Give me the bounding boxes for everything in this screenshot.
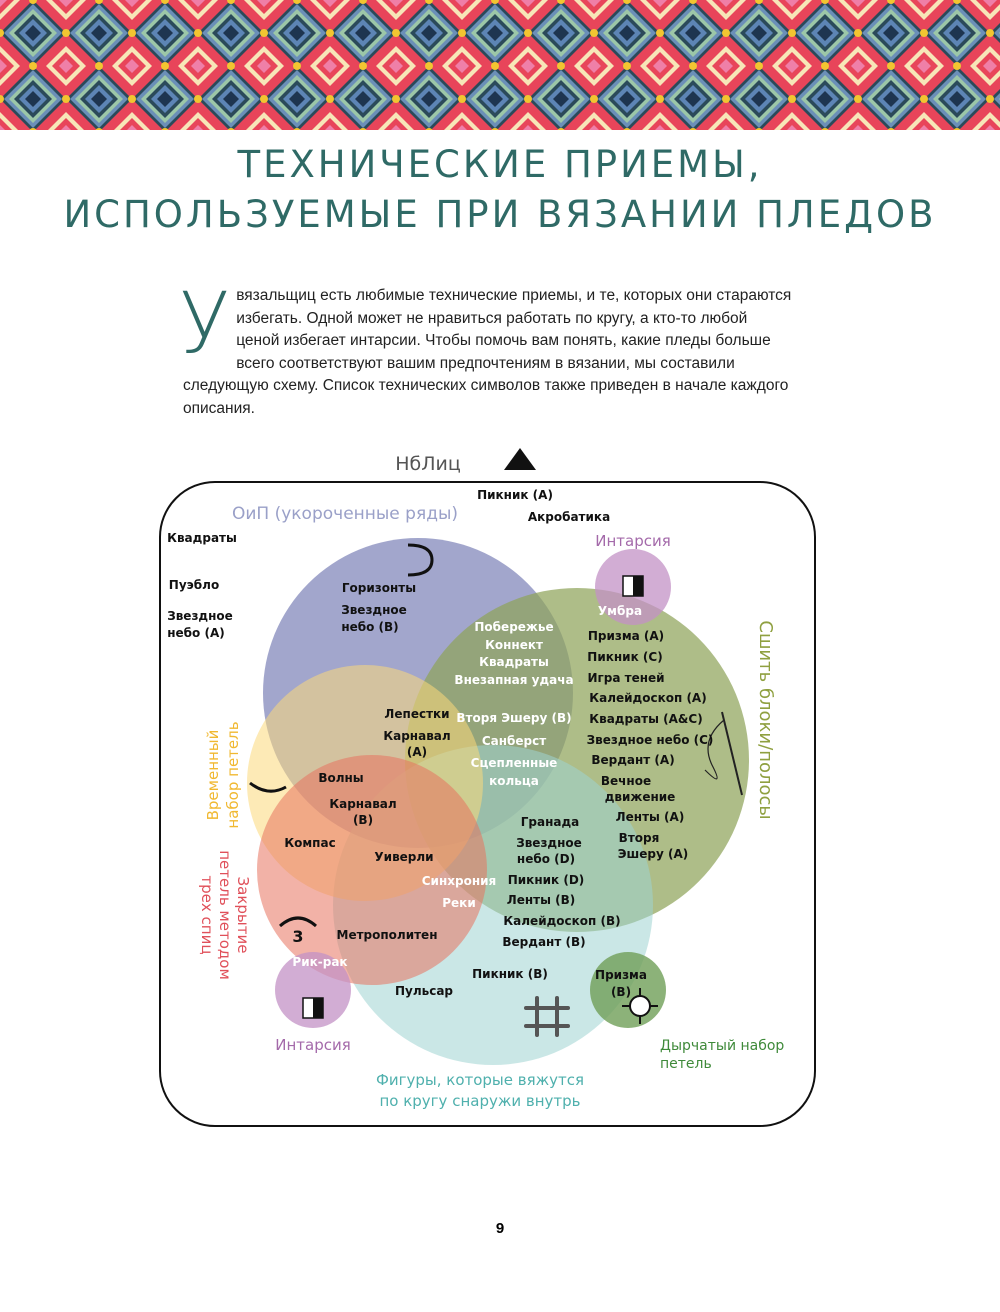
short-sew-item: Коннект — [485, 638, 543, 652]
sew-item: Звездное небо (С) — [587, 733, 714, 747]
label-in-round-1: Фигуры, которые вяжутся — [376, 1071, 584, 1089]
sew-round-item: Гранада — [521, 815, 580, 829]
prov-item: Волны — [318, 771, 363, 785]
round-item: Пульсар — [395, 984, 453, 998]
label-short-rows: ОиП (укороченные ряды) — [232, 504, 458, 524]
short-row-turn-icon — [407, 543, 434, 577]
label-lace-2: петель — [660, 1056, 712, 1072]
outside-item: Пикник (А) — [477, 488, 553, 502]
sew-round-item: небо (D) — [517, 852, 575, 866]
prov-three-item: Компас — [284, 836, 335, 850]
three-intarsia-item: Рик-рак — [292, 955, 347, 969]
item-labels: Пикник (А)АкробатикаКвадратыПуэблоЗвездн… — [167, 488, 713, 999]
sew-round-item: Пикник (D) — [508, 873, 585, 887]
title-line-2: ИСПОЛЬЗУЕМЫЕ ПРИ ВЯЗАНИИ ПЛЕДОВ — [63, 193, 937, 236]
diagram-frame — [159, 481, 816, 1127]
three-sew-round-item: Синхрония — [422, 874, 496, 888]
short-sew-item: Сцепленные — [471, 756, 558, 770]
label-in-round-2: по кругу снаружи внутрь — [379, 1092, 580, 1110]
label-intarsia-bottom: Интарсия — [275, 1036, 351, 1054]
stockinette-label: НбЛиц — [395, 453, 461, 475]
three-needle-number: 3 — [292, 927, 303, 946]
title-line-1: ТЕХНИЧЕСКИЕ ПРИЕМЫ, — [237, 143, 763, 186]
outside-item: Звездное — [167, 609, 233, 623]
set-three-needle — [257, 755, 487, 985]
short-sew-item: кольца — [489, 774, 539, 788]
short-sew-item: Внезапная удача — [454, 673, 573, 687]
intarsia-sew-item: Умбра — [598, 604, 642, 618]
triangle-icon — [504, 448, 536, 470]
sew-item: Эшеру (А) — [618, 847, 689, 861]
provisional-cast-on-icon — [249, 781, 287, 793]
short-prov-item: Карнавал — [383, 729, 450, 743]
label-lace-1: Дырчатый набор — [660, 1038, 784, 1054]
page-number: 9 — [495, 1220, 505, 1237]
outside-item: Акробатика — [528, 510, 610, 524]
intarsia-icon — [302, 997, 324, 1019]
outside-item: Пуэбло — [169, 578, 219, 592]
outside-item: небо (А) — [167, 626, 225, 640]
intro-text: вязальщиц есть любимые технические прием… — [183, 287, 792, 417]
short-rows-item: небо (В) — [341, 620, 398, 634]
prov-three-round-item: Уиверли — [374, 850, 433, 864]
lace-sew-item: (В) — [611, 985, 631, 999]
label-three-needle-1: Закрытие — [234, 877, 252, 954]
outside-item: Квадраты — [167, 531, 237, 545]
sew-item: Вечное — [601, 774, 651, 788]
intro-paragraph: У вязальщиц есть любимые технические при… — [179, 281, 793, 420]
short-sew-item: Санберст — [482, 734, 546, 748]
label-provisional-1: Временный — [204, 730, 222, 821]
short-sew-item: Побережье — [474, 620, 553, 634]
lace-sew-item: Призма — [595, 968, 647, 982]
short-prov-item: (А) — [407, 745, 427, 759]
short-rows-item: Звездное — [341, 603, 407, 617]
round-item: Пикник (В) — [472, 967, 548, 981]
prov-item: (В) — [353, 813, 373, 827]
three-sew-round-item: Реки — [442, 896, 476, 910]
sew-item: Калейдоскоп (А) — [589, 691, 706, 705]
sew-round-item: Вердант (В) — [502, 935, 585, 949]
label-sew-blocks: Сшить блоки/полосы — [755, 620, 776, 819]
sew-item: движение — [605, 790, 676, 804]
label-three-needle-2: петель методом — [216, 850, 234, 980]
short-prov-item: Лепестки — [384, 707, 449, 721]
prov-item: Карнавал — [329, 797, 396, 811]
short-sew-item: Квадраты — [479, 655, 549, 669]
sew-item: Ленты (А) — [616, 810, 685, 824]
drop-cap: У — [179, 274, 231, 372]
sew-item: Вердант (А) — [591, 753, 674, 767]
short-sew-item: Вторя Эшеру (В) — [456, 711, 571, 725]
cable-grid-icon — [524, 996, 570, 1037]
sew-item: Игра теней — [587, 671, 664, 685]
needle-and-thread-icon — [704, 711, 743, 796]
sew-round-item: Звездное — [516, 836, 582, 850]
eyelet-increase-icon — [622, 988, 658, 1024]
sew-round-item: Калейдоскоп (В) — [503, 914, 620, 928]
decorative-pattern-banner — [0, 0, 1000, 130]
sew-item: Квадраты (А&С) — [589, 712, 702, 726]
set-intarsia-bottom — [275, 952, 351, 1028]
sew-item: Призма (А) — [588, 629, 664, 643]
sew-item: Пикник (С) — [587, 650, 662, 664]
page-title: ТЕХНИЧЕСКИЕ ПРИЕМЫ, ИСПОЛЬЗУЕМЫЕ ПРИ ВЯЗ… — [0, 140, 1000, 240]
sew-round-item: Ленты (В) — [507, 893, 576, 907]
label-intarsia-top: Интарсия — [595, 532, 671, 550]
three-round-item: Метрополитен — [337, 928, 438, 942]
label-provisional-2: набор петель — [224, 721, 242, 828]
label-three-needle-3: трех спиц — [198, 875, 216, 954]
sew-item: Вторя — [619, 831, 660, 845]
three-needle-bind-off-icon — [279, 916, 317, 928]
short-rows-item: Горизонты — [342, 581, 416, 595]
intarsia-icon — [622, 575, 644, 597]
